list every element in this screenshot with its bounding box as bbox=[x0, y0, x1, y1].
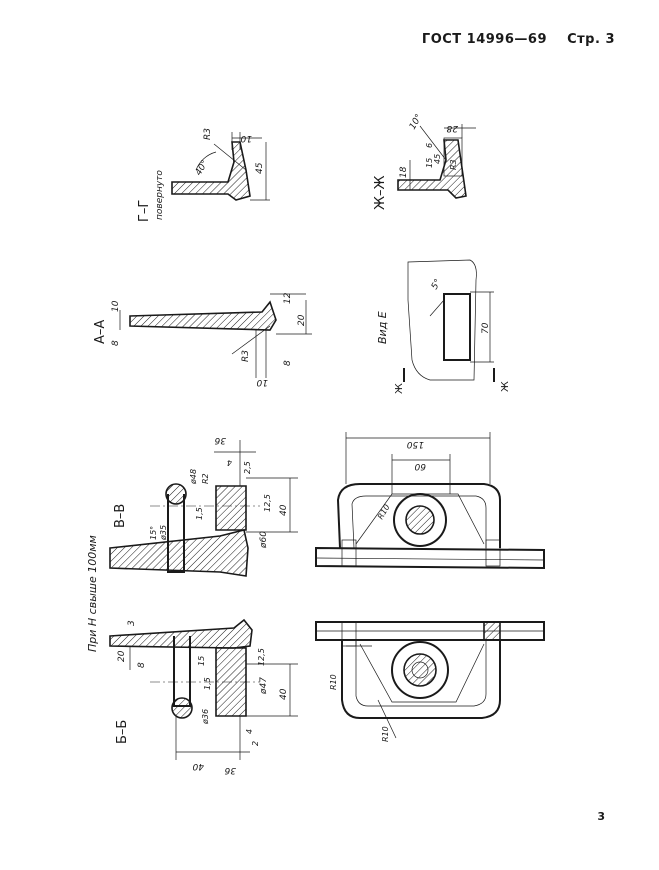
dim-g-r3: R3 bbox=[203, 128, 213, 140]
plan-view-bottom: R10 R10 bbox=[315, 621, 545, 742]
plan-top-rail bbox=[315, 546, 545, 570]
dim-v-40: 40 bbox=[279, 504, 289, 516]
dim-a-8-left: 8 bbox=[111, 340, 121, 346]
dim-b-20: 20 bbox=[117, 650, 127, 662]
dim-g-40deg: 40° bbox=[194, 159, 211, 178]
page-number: 3 bbox=[597, 810, 605, 823]
dim-b-d36: ø36 bbox=[201, 709, 210, 725]
dim-v-1-5: 1,5 bbox=[195, 507, 204, 520]
dim-g-10: 10 bbox=[240, 133, 252, 143]
dim-a-8-right: 8 bbox=[283, 360, 293, 366]
dim-g-45: 45 bbox=[255, 162, 265, 174]
dim-b-36: 36 bbox=[224, 765, 236, 775]
note-h-over-100: При H свыше 100мм bbox=[86, 535, 99, 652]
section-zh-title: Ж–Ж bbox=[373, 175, 388, 210]
dim-b-d47: ø47 bbox=[259, 677, 269, 695]
section-zh: Ж–Ж 10° 28 15 18 6 45 R3 bbox=[373, 113, 476, 210]
dim-v-r2: R2 bbox=[201, 473, 210, 484]
dim-v-d60: ø60 bbox=[259, 531, 269, 549]
section-b-handle bbox=[171, 697, 193, 719]
dim-v-12-5: 12,5 bbox=[263, 494, 272, 512]
plan-top-boss-inner bbox=[405, 505, 435, 535]
plan-bottom-rail bbox=[315, 621, 545, 641]
section-a-profile bbox=[129, 300, 277, 331]
section-b-plate bbox=[109, 618, 253, 649]
dim-a-12: 12 bbox=[283, 292, 293, 304]
dim-v-2-5: 2,5 bbox=[243, 461, 252, 474]
section-g-subtitle: повернуто bbox=[155, 170, 165, 220]
dim-plan-150: 150 bbox=[407, 439, 424, 449]
section-g: Г–Г повернуто R3 10 40° 45 bbox=[137, 128, 270, 222]
cut-mark-left: Ж bbox=[394, 383, 405, 394]
dim-plan2-r10-bottom: R10 bbox=[381, 726, 390, 742]
section-v: В–В 36 ø48 4 2,5 R2 15° ø35 1,5 12,5 40 … bbox=[109, 435, 298, 577]
dim-b-1-5: 1,5 bbox=[203, 677, 212, 690]
dim-b-12-5: 12,5 bbox=[257, 648, 266, 666]
section-b-title: Б–Б bbox=[115, 720, 130, 744]
dim-b-15: 15 bbox=[197, 656, 206, 666]
dim-zh-15: 15 bbox=[425, 158, 434, 168]
dim-v-4: 4 bbox=[227, 458, 232, 467]
dim-b-40: 40 bbox=[279, 688, 289, 700]
plan-bottom-frame bbox=[341, 640, 501, 719]
dim-b-4: 4 bbox=[245, 729, 254, 734]
section-a: А–А 10 12 20 8 R3 8 10 bbox=[93, 292, 312, 387]
plan-bottom-web bbox=[359, 643, 485, 703]
dim-e-5deg: 5° bbox=[430, 278, 444, 292]
dim-zh-45: 45 bbox=[433, 154, 442, 164]
dim-a-10: 10 bbox=[111, 300, 121, 312]
plan-top-frame bbox=[336, 483, 501, 549]
cut-mark-right: Ж bbox=[500, 381, 511, 392]
dim-a-10-bottom: 10 bbox=[256, 377, 268, 387]
page-label: Стр. 3 bbox=[567, 32, 615, 47]
section-a-title: А–А bbox=[93, 320, 108, 344]
dim-e-70: 70 bbox=[481, 322, 491, 334]
dim-a-r3: R3 bbox=[241, 350, 251, 362]
plan-top-boss-outer bbox=[393, 493, 447, 547]
dim-v-d48: ø48 bbox=[189, 469, 198, 485]
plan-bottom-boss-inner bbox=[403, 653, 437, 687]
document-header: ГОСТ 14996—69 Стр. 3 bbox=[422, 32, 615, 47]
dim-b-2: 2 bbox=[251, 741, 260, 746]
dim-plan-r10: R10 bbox=[376, 503, 392, 521]
dim-zh-6: 6 bbox=[425, 143, 434, 148]
view-e-slot bbox=[443, 293, 471, 361]
standard-number: ГОСТ 14996—69 bbox=[421, 32, 547, 47]
section-b: Б–Б 3 20 8 15 1,5 12,5 ø47 ø36 40 36 40 … bbox=[109, 618, 298, 775]
section-g-title: Г–Г bbox=[137, 200, 152, 222]
dim-zh-r3: R3 bbox=[449, 159, 458, 170]
dim-b-8: 8 bbox=[137, 662, 147, 668]
section-g-profile bbox=[171, 141, 251, 201]
dim-plan2-r10-top: R10 bbox=[329, 674, 338, 690]
plan-view-top: 150 60 R10 bbox=[315, 432, 545, 570]
section-v-plate bbox=[109, 529, 249, 577]
view-e-title: Вид Е bbox=[376, 311, 389, 344]
section-v-handle bbox=[165, 483, 187, 505]
view-e: Вид Е 5° 70 Ж Ж bbox=[376, 259, 511, 394]
dim-v-d35: ø35 bbox=[159, 525, 168, 541]
section-v-title: В–В bbox=[113, 504, 128, 528]
dim-a-20: 20 bbox=[297, 314, 307, 326]
dim-plan-60: 60 bbox=[414, 461, 426, 471]
dim-v-15deg: 15° bbox=[149, 526, 158, 540]
dim-v-36: 36 bbox=[214, 435, 226, 445]
dim-b-40-bottom: 40 bbox=[192, 761, 204, 771]
dim-zh-28: 28 bbox=[446, 123, 458, 133]
plan-bottom-boss-outer bbox=[391, 641, 449, 699]
dim-b-3: 3 bbox=[127, 620, 137, 626]
section-v-boss bbox=[215, 485, 247, 531]
dim-zh-18: 18 bbox=[399, 166, 409, 178]
view-e-outline bbox=[407, 259, 477, 381]
